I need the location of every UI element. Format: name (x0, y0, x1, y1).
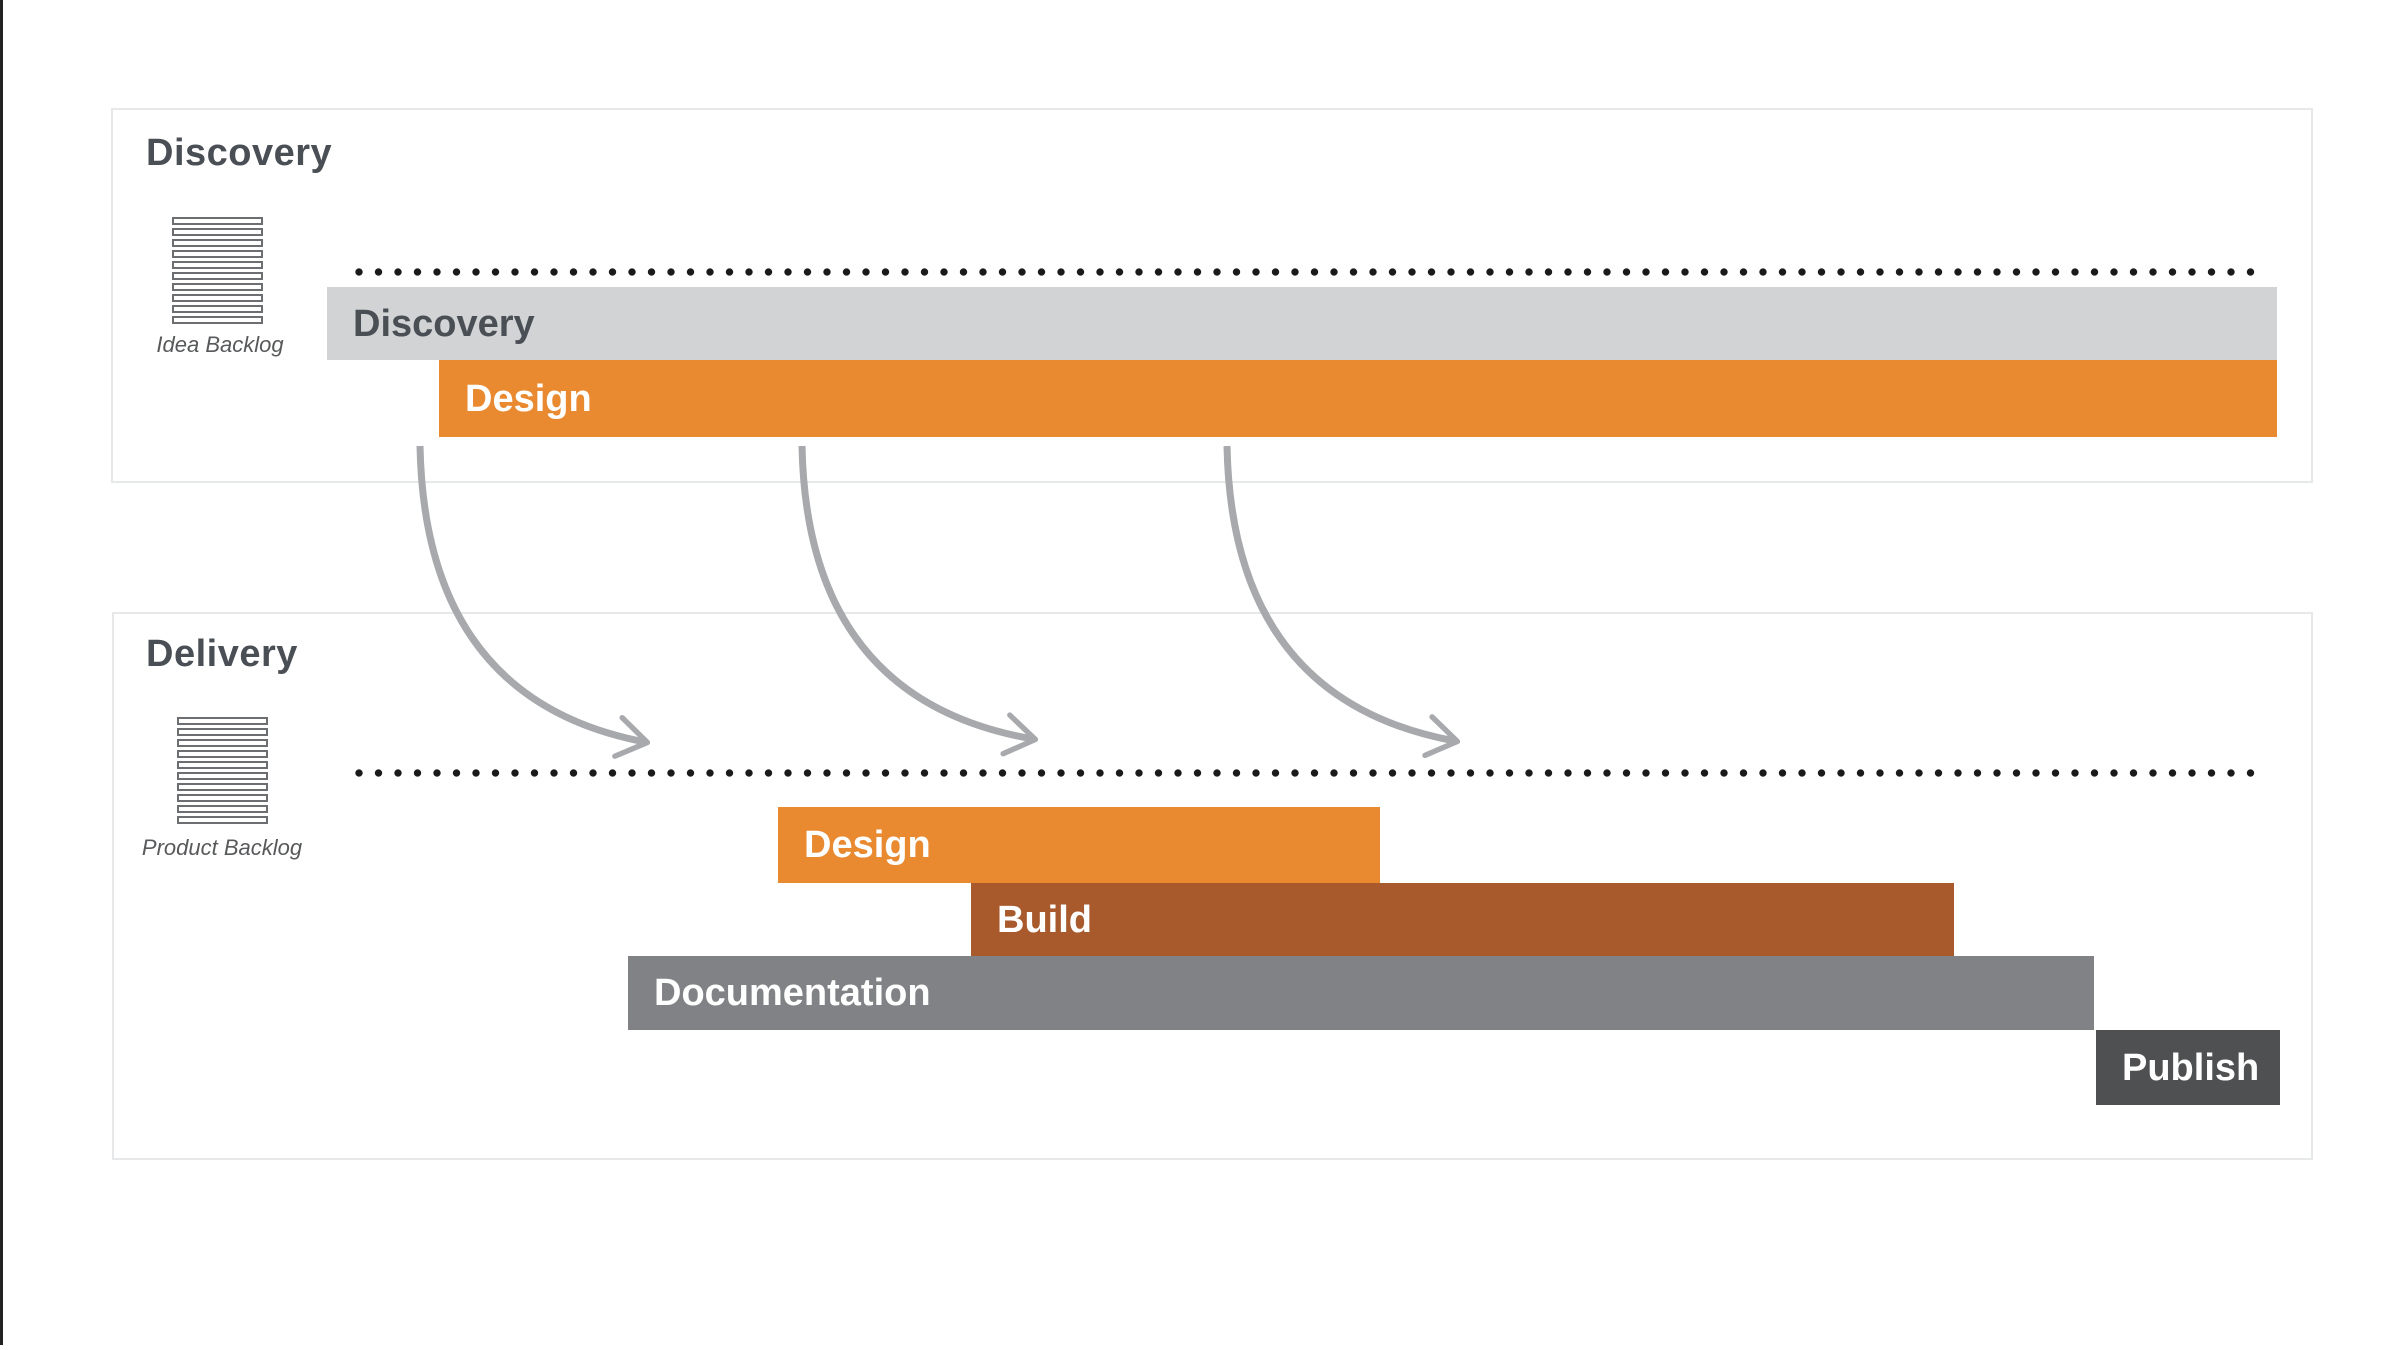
discovery-phase-bar: Discovery (327, 287, 2277, 360)
discovery-design-phase-bar: Design (439, 360, 2277, 437)
delivery-build-phase-bar: Build (971, 883, 1954, 956)
delivery-build-phase-bar-label: Build (997, 898, 1092, 941)
delivery-documentation-phase-bar-label: Documentation (654, 972, 931, 1014)
product-backlog-label: Product Backlog (141, 835, 303, 860)
discovery-design-phase-bar-label: Design (465, 377, 592, 420)
delivery-panel-title: Delivery (146, 633, 298, 675)
delivery-publish-phase-bar: Publish (2096, 1030, 2280, 1105)
discovery-panel-title: Discovery (146, 132, 333, 174)
delivery-timeline-dots (355, 769, 2266, 777)
discovery-timeline-dots (355, 268, 2266, 276)
product-backlog-icon (177, 717, 268, 827)
left-edge-rule (0, 0, 3, 1345)
delivery-documentation-phase-bar: Documentation (628, 956, 2094, 1030)
delivery-publish-phase-bar-label: Publish (2122, 1046, 2260, 1089)
delivery-design-phase-bar: Design (778, 807, 1380, 883)
discovery-phase-bar-label: Discovery (353, 302, 535, 345)
idea-backlog-label: Idea Backlog (156, 332, 284, 357)
idea-backlog-icon (172, 217, 263, 327)
delivery-design-phase-bar-label: Design (804, 824, 931, 866)
